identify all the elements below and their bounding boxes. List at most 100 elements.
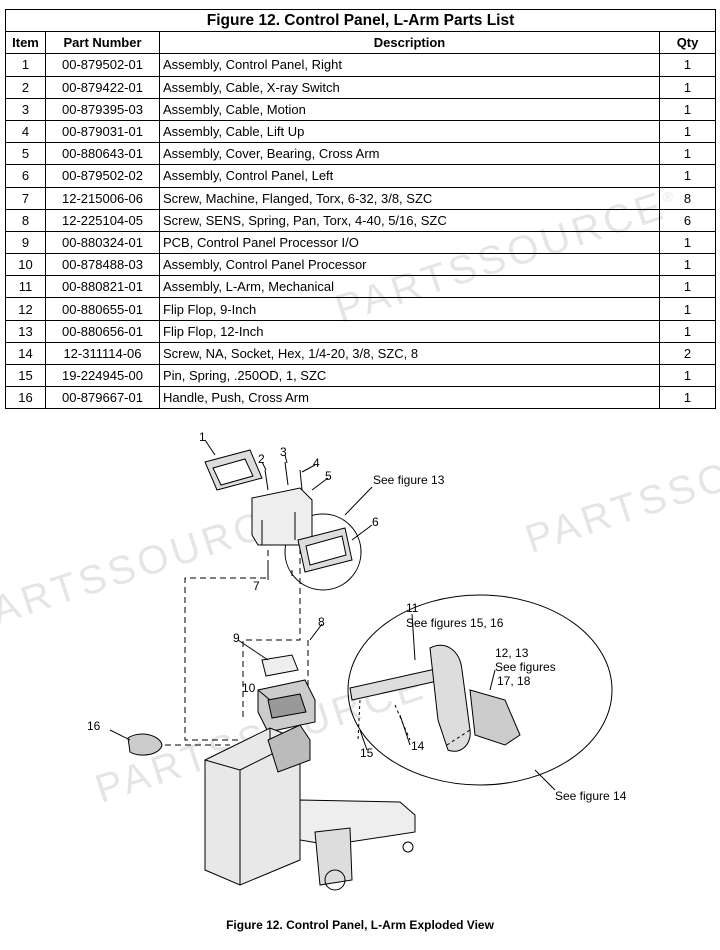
figure-caption: Figure 12. Control Panel, L-Arm Exploded… bbox=[226, 918, 494, 932]
cell-qty: 1 bbox=[658, 253, 717, 277]
cell-qty: 1 bbox=[658, 275, 717, 299]
cell-description: Assembly, Control Panel, Right bbox=[159, 53, 660, 77]
figure-13-detail-circle bbox=[284, 513, 362, 591]
cell-qty: 1 bbox=[658, 164, 717, 188]
cell-qty: 2 bbox=[658, 341, 717, 366]
cell-item: 2 bbox=[5, 75, 46, 99]
control-panel-left-part bbox=[297, 527, 353, 573]
parts-list-table: Figure 12. Control Panel, L-Arm Parts Li… bbox=[4, 8, 717, 410]
callout-15: 15 bbox=[360, 746, 374, 760]
cell-description: Screw, Machine, Flanged, Torx, 6-32, 3/8… bbox=[159, 186, 660, 210]
cell-item: 4 bbox=[5, 119, 46, 144]
cell-qty: 8 bbox=[658, 186, 717, 210]
cell-description: Assembly, Cover, Bearing, Cross Arm bbox=[159, 142, 660, 166]
cell-item: 10 bbox=[5, 253, 46, 277]
callout-1: 1 bbox=[199, 430, 206, 444]
cell-part-number: 00-880821-01 bbox=[45, 275, 160, 299]
see-figure-14-label: See figure 14 bbox=[555, 789, 627, 803]
callout-7: 7 bbox=[253, 579, 260, 593]
callout-8: 8 bbox=[318, 615, 325, 629]
cell-part-number: 00-879031-01 bbox=[45, 119, 160, 144]
cell-description: Screw, NA, Socket, Hex, 1/4-20, 3/8, SZC… bbox=[159, 341, 660, 366]
callout-6: 6 bbox=[372, 515, 379, 529]
assembly-guide-lines bbox=[165, 548, 309, 746]
cell-part-number: 00-880643-01 bbox=[45, 142, 160, 166]
cell-item: 11 bbox=[5, 275, 46, 299]
col-header-qty: Qty bbox=[658, 31, 717, 55]
col-header-item: Item bbox=[5, 31, 46, 55]
cell-part-number: 00-879502-01 bbox=[45, 53, 160, 77]
figures-17-18-label: 17, 18 bbox=[497, 674, 531, 688]
cell-description: Assembly, Cable, Lift Up bbox=[159, 119, 660, 144]
callout-3: 3 bbox=[280, 445, 287, 459]
cell-description: Assembly, Cable, Motion bbox=[159, 97, 660, 121]
cell-description: Assembly, L-Arm, Mechanical bbox=[159, 275, 660, 299]
cell-description: Assembly, Control Panel, Left bbox=[159, 164, 660, 188]
figure-14-detail-circle bbox=[347, 594, 613, 786]
callout-4: 4 bbox=[313, 456, 320, 470]
cell-item: 5 bbox=[5, 142, 46, 166]
col-header-part-number: Part Number bbox=[45, 31, 160, 55]
cell-part-number: 00-879422-01 bbox=[45, 75, 160, 99]
cell-qty: 1 bbox=[658, 297, 717, 321]
cell-qty: 1 bbox=[658, 230, 717, 255]
cell-part-number: 00-880655-01 bbox=[45, 297, 160, 321]
cell-part-number: 00-879395-03 bbox=[45, 97, 160, 121]
cell-item: 3 bbox=[5, 97, 46, 121]
col-header-description: Description bbox=[159, 31, 660, 55]
callout-9: 9 bbox=[233, 631, 240, 645]
cell-part-number: 00-879502-02 bbox=[45, 164, 160, 188]
cell-item: 6 bbox=[5, 164, 46, 188]
push-handle-part bbox=[127, 733, 163, 756]
cell-part-number: 12-311114-06 bbox=[45, 341, 160, 366]
cell-item: 1 bbox=[5, 53, 46, 77]
bearing-cover-part bbox=[251, 487, 313, 546]
cell-description: Assembly, Control Panel Processor bbox=[159, 253, 660, 277]
callout-5: 5 bbox=[325, 469, 332, 483]
cell-qty: 1 bbox=[658, 363, 717, 388]
cell-item: 7 bbox=[5, 186, 46, 210]
cell-part-number: 19-224945-00 bbox=[45, 363, 160, 388]
callout-14: 14 bbox=[411, 739, 425, 753]
cell-qty: 1 bbox=[658, 97, 717, 121]
cell-item: 15 bbox=[5, 363, 46, 388]
base-unit bbox=[204, 724, 416, 891]
cell-description: PCB, Control Panel Processor I/O bbox=[159, 230, 660, 255]
callout-12-13: 12, 13 bbox=[495, 646, 529, 660]
cell-description: Pin, Spring, .250OD, 1, SZC bbox=[159, 363, 660, 388]
cell-qty: 1 bbox=[658, 53, 717, 77]
cell-description: Assembly, Cable, X-ray Switch bbox=[159, 75, 660, 99]
callout-10: 10 bbox=[242, 681, 256, 695]
cell-part-number: 00-878488-03 bbox=[45, 253, 160, 277]
cell-qty: 1 bbox=[658, 75, 717, 99]
cell-description: Flip Flop, 9-Inch bbox=[159, 297, 660, 321]
cell-item: 8 bbox=[5, 208, 46, 232]
cell-part-number: 00-879667-01 bbox=[45, 386, 160, 410]
cell-qty: 1 bbox=[658, 386, 717, 410]
cell-item: 9 bbox=[5, 230, 46, 255]
callout-2: 2 bbox=[258, 452, 265, 466]
callout-16: 16 bbox=[87, 719, 101, 733]
table-title: Figure 12. Control Panel, L-Arm Parts Li… bbox=[4, 8, 717, 33]
see-figures-label: See figures bbox=[495, 660, 556, 674]
cell-part-number: 00-880656-01 bbox=[45, 319, 160, 343]
cell-part-number: 12-215006-06 bbox=[45, 186, 160, 210]
cell-qty: 6 bbox=[658, 208, 717, 232]
cell-qty: 1 bbox=[658, 319, 717, 343]
cell-item: 16 bbox=[5, 386, 46, 410]
